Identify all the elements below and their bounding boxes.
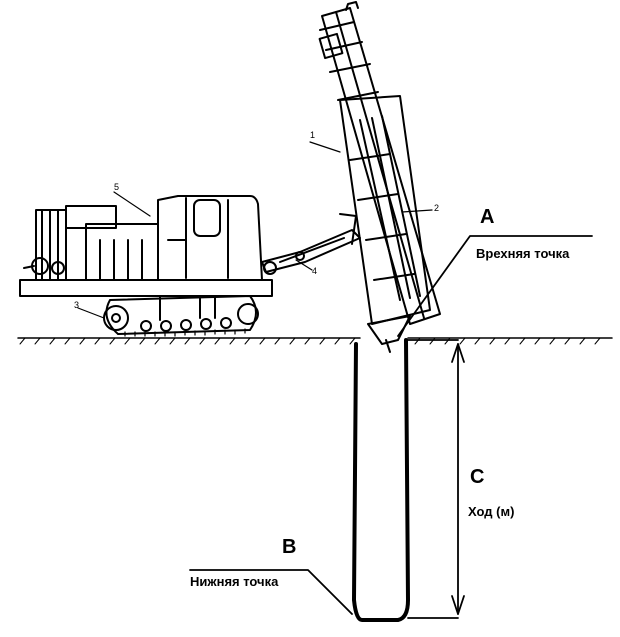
stroke-c-label: Ход (м) (468, 504, 515, 519)
callout-number-3: 3 (74, 300, 80, 310)
callout-ticks (77, 141, 433, 319)
drill-mast (318, 1, 441, 353)
leader-line-a (397, 235, 593, 337)
engine-compressor (23, 205, 159, 281)
ground-surface (17, 337, 613, 345)
point-b-label: Нижняя точка (190, 574, 279, 589)
callout-number-1: 1 (310, 130, 316, 140)
chassis-frame (19, 279, 273, 321)
point-a-label: Врехняя точка (476, 246, 570, 261)
callout-number-5: 5 (114, 182, 120, 192)
stroke-c-letter: C (470, 466, 485, 488)
callout-number-4: 4 (312, 266, 318, 276)
boom-arm (261, 213, 361, 275)
leader-lines (189, 235, 593, 615)
point-b-letter: B (282, 536, 297, 558)
point-a-letter: A (480, 206, 495, 228)
leader-line-b (189, 569, 353, 615)
stroke-dimension-arrow (405, 339, 465, 619)
borehole (352, 338, 410, 622)
callout-number-2: 2 (434, 203, 440, 213)
crawler-track (103, 295, 259, 337)
operator-cab (157, 195, 263, 281)
